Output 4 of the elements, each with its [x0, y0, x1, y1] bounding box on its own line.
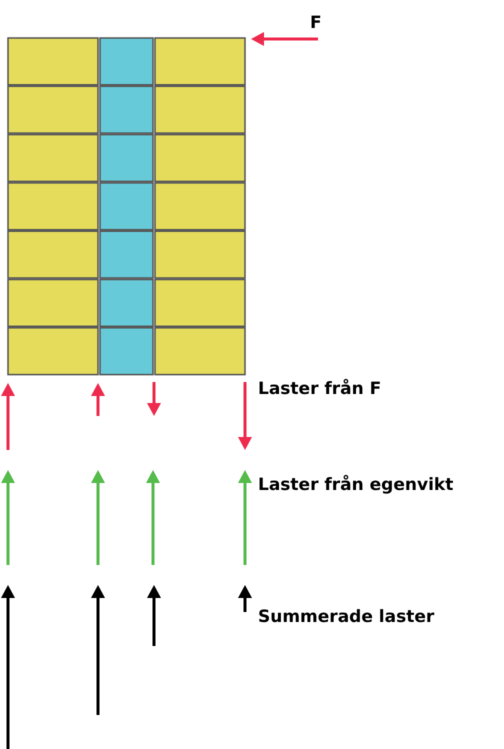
force-label: F: [310, 12, 322, 34]
load-label: Laster från F: [258, 378, 382, 400]
load-label: Laster från egenvikt: [258, 474, 454, 496]
load-label: Summerade laster: [258, 606, 434, 628]
